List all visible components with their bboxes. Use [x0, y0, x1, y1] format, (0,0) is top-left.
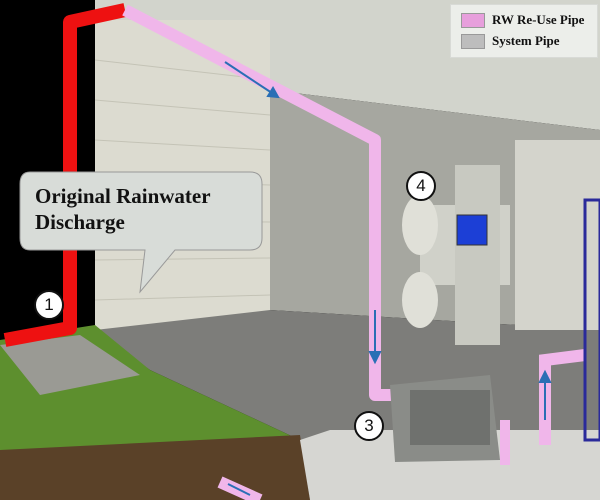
- legend-label: RW Re-Use Pipe: [492, 12, 585, 27]
- legend-swatch-gray: [461, 33, 485, 49]
- flow-arrow-head: [266, 86, 280, 99]
- filter-screen: [410, 390, 490, 445]
- flow-arrow-head: [368, 351, 382, 365]
- chiller-column: [455, 165, 500, 345]
- marker-4: 4: [406, 171, 436, 201]
- legend-item-system-pipe: System Pipe: [461, 33, 560, 49]
- chiller-endcap: [402, 195, 438, 255]
- control-panel-screen: [456, 214, 488, 246]
- reuse-pipe: [122, 4, 395, 401]
- piping-frame: [583, 198, 600, 442]
- legend-swatch-pink: [461, 12, 485, 28]
- flow-arrow: [227, 483, 251, 496]
- equipment-platform: [300, 430, 600, 500]
- chiller-cabinet: [515, 140, 600, 330]
- callout-line: Discharge: [35, 210, 125, 234]
- drain-grate: [0, 335, 140, 395]
- marker-3: 3: [354, 411, 384, 441]
- legend: RW Re-Use Pipe System Pipe: [450, 4, 598, 58]
- legend-label: System Pipe: [492, 33, 560, 48]
- flow-arrow-head: [538, 369, 552, 383]
- flow-arrow: [224, 61, 276, 96]
- legend-item-reuse-pipe: RW Re-Use Pipe: [461, 12, 584, 28]
- callout-line: Original Rainwater: [35, 184, 211, 208]
- marker-1: 1: [34, 290, 64, 320]
- callout-bubble: [19, 171, 263, 294]
- chiller-endcap: [402, 272, 438, 328]
- callout-text: Original Rainwater Discharge: [35, 183, 211, 235]
